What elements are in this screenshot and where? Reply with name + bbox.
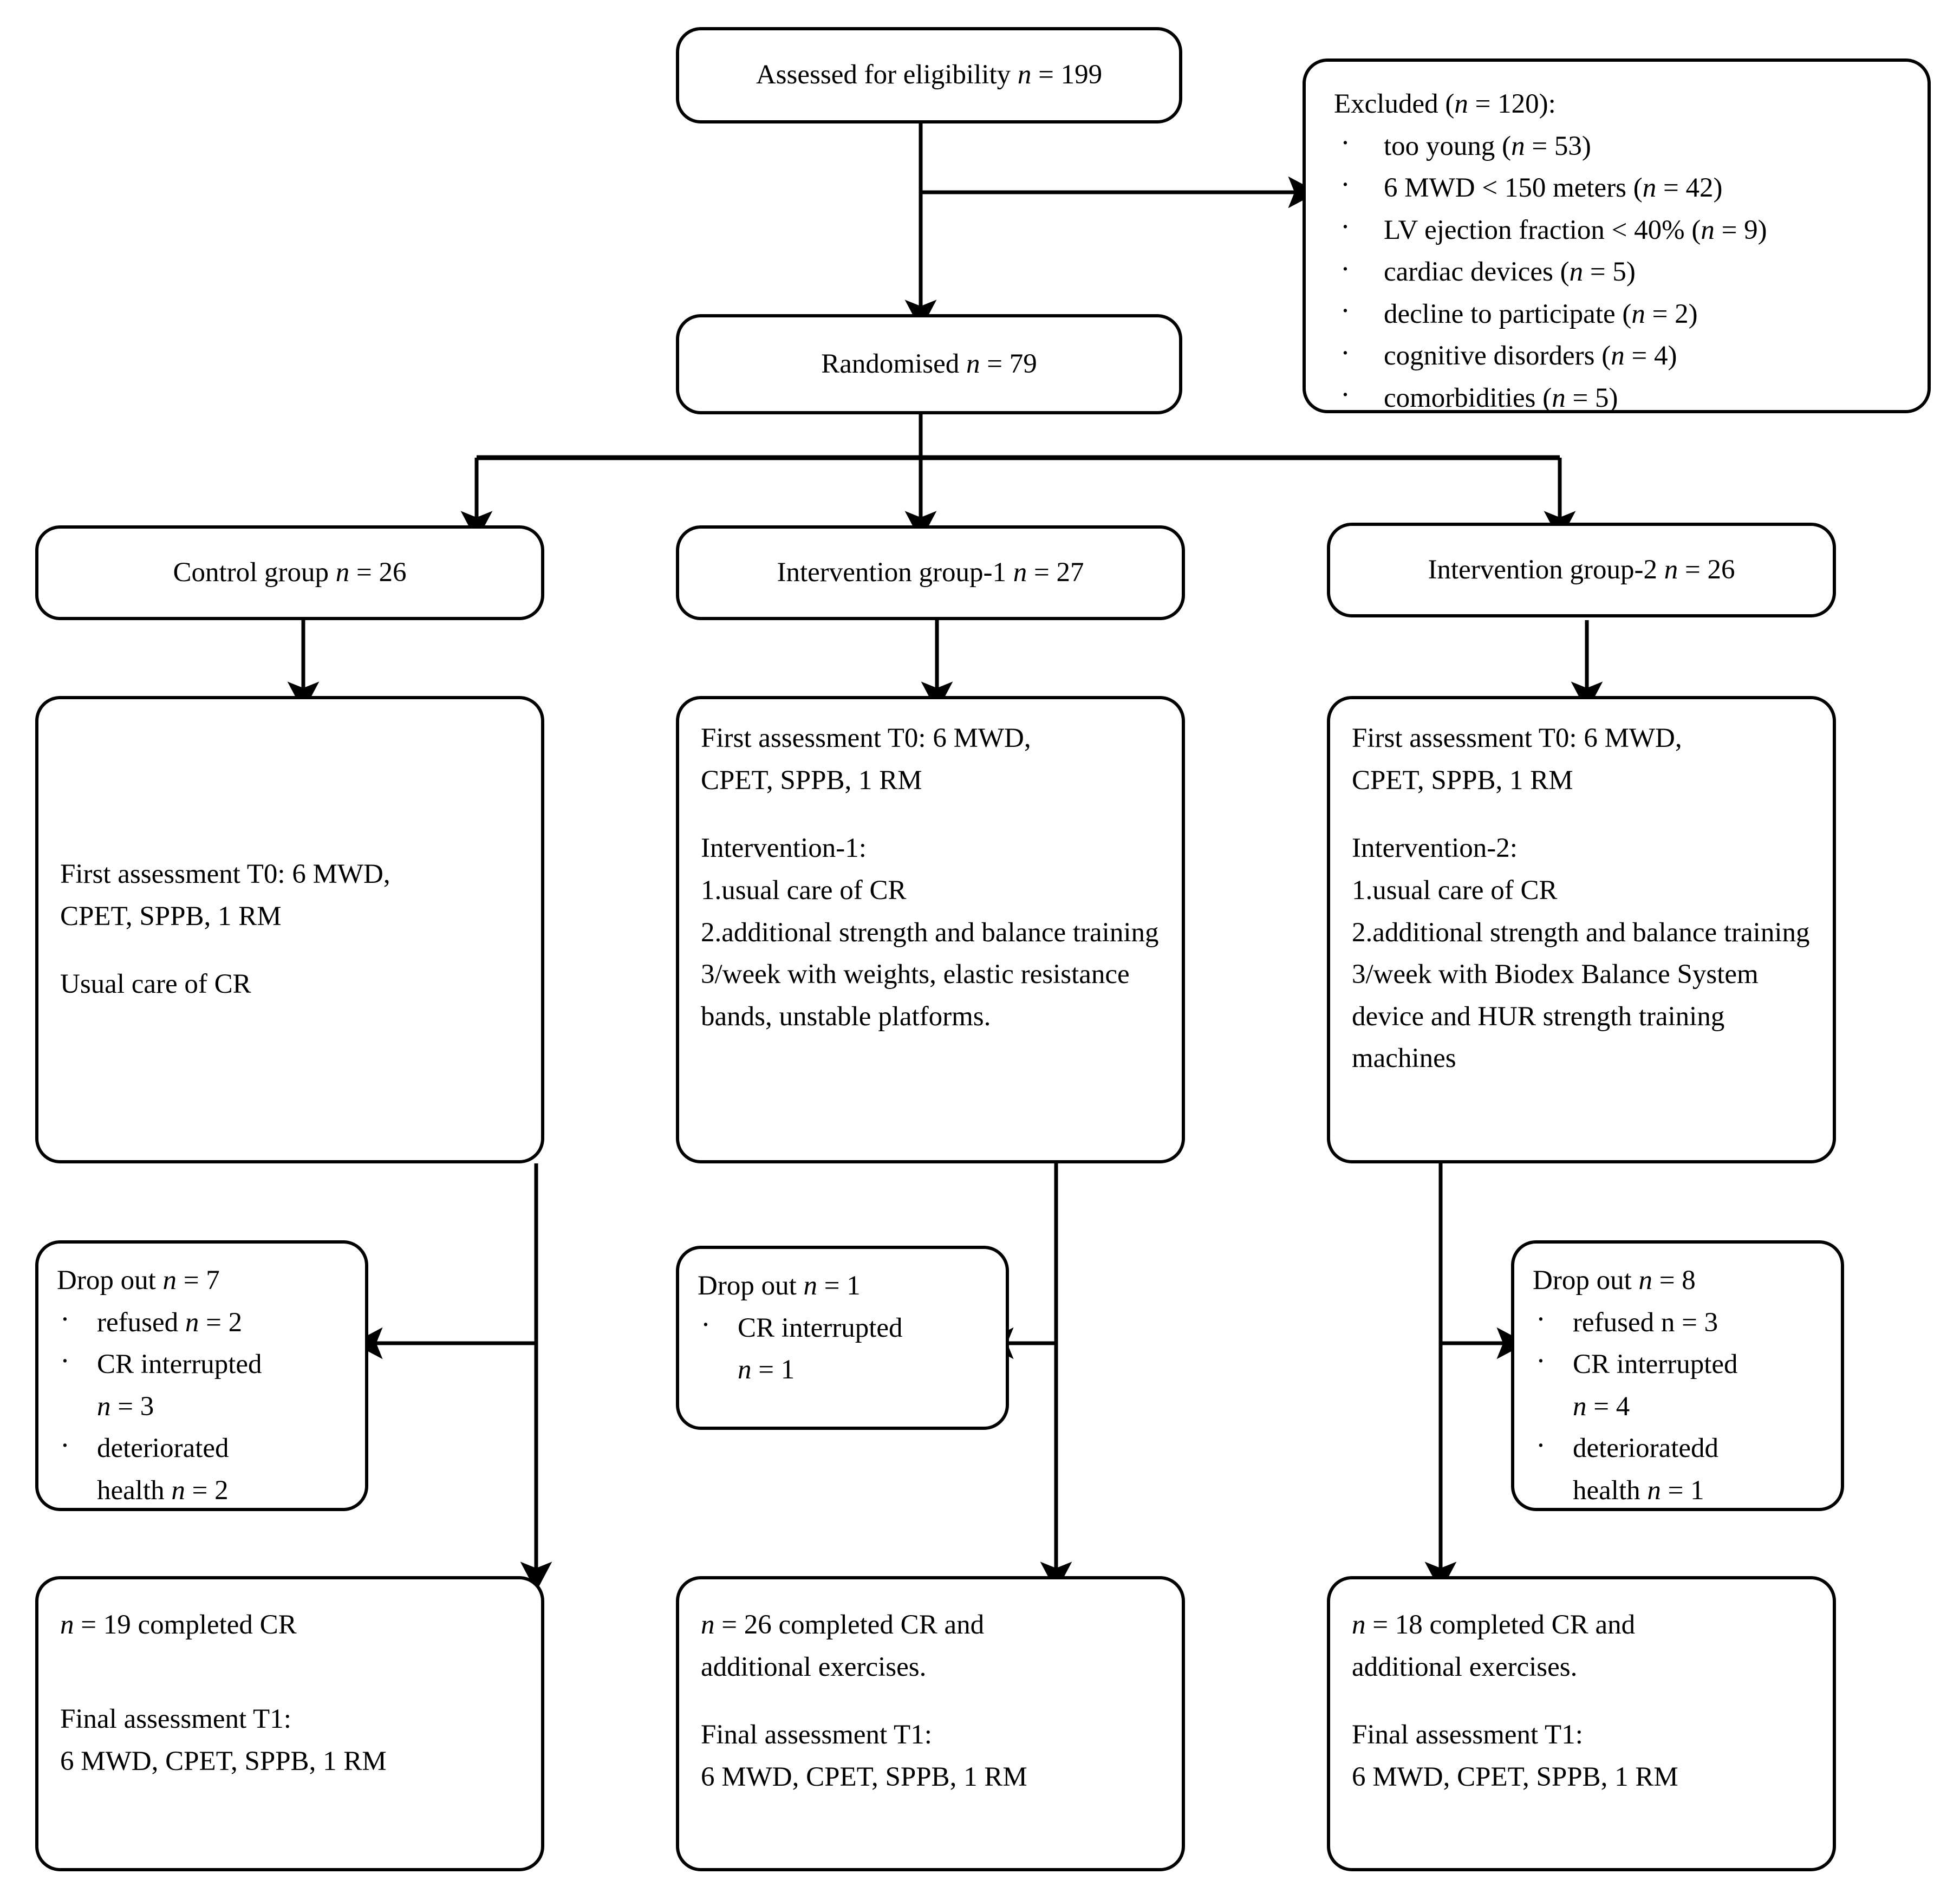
spacer: [701, 802, 1160, 828]
intervention-group-2-label: Intervention group-2 n = 26: [1428, 554, 1735, 585]
control-usual-care: Usual care of CR: [60, 969, 251, 1000]
final-int2-assessment-line-2: 6 MWD, CPET, SPPB, 1 RM: [1352, 1761, 1678, 1792]
node-assessed-for-eligibility[interactable]: Assessed for eligibility n = 199: [676, 27, 1182, 123]
int1-assessment-line-1: First assessment T0: 6 MWD,: [701, 723, 1031, 753]
dropout-control-heading: Drop out n = 7: [57, 1265, 220, 1296]
node-dropout-intervention-2[interactable]: Drop out n = 8 refused n = 3 CR interrup…: [1511, 1240, 1844, 1511]
spacer: [60, 1673, 519, 1699]
list-item: cardiac devices (n = 5): [1334, 247, 1909, 294]
list-item: decline to participate (n = 2): [1334, 289, 1909, 336]
final-int1-completed-line-2: additional exercises.: [701, 1651, 927, 1682]
node-intervention-1-content[interactable]: First assessment T0: 6 MWD, CPET, SPPB, …: [676, 696, 1185, 1163]
final-int2-completed-line-1: n = 18 completed CR and: [1352, 1610, 1636, 1640]
excluded-reason-list: too young (n = 53) 6 MWD < 150 meters (n…: [1334, 121, 1909, 420]
final-int1-assessment-line-2: 6 MWD, CPET, SPPB, 1 RM: [701, 1761, 1027, 1792]
node-intervention-group-2[interactable]: Intervention group-2 n = 26: [1327, 523, 1836, 617]
control-assessment-line-2: CPET, SPPB, 1 RM: [60, 901, 282, 932]
final-int2-assessment-line-1: Final assessment T1:: [1352, 1720, 1583, 1751]
spacer: [60, 1647, 519, 1673]
node-control-content[interactable]: First assessment T0: 6 MWD, CPET, SPPB, …: [35, 696, 544, 1163]
node-control-group[interactable]: Control group n = 26: [35, 525, 544, 620]
int2-assessment-line-1: First assessment T0: 6 MWD,: [1352, 723, 1682, 753]
list-item: refused n = 2: [57, 1297, 351, 1344]
int1-title: Intervention-1:: [701, 833, 867, 864]
final-int1-assessment-line-1: Final assessment T1:: [701, 1720, 932, 1751]
assessed-label: Assessed for eligibility n = 199: [756, 60, 1103, 90]
node-intervention-2-content[interactable]: First assessment T0: 6 MWD, CPET, SPPB, …: [1327, 696, 1836, 1163]
node-final-control[interactable]: n = 19 completed CR Final assessment T1:…: [35, 1576, 544, 1871]
control-assessment-line-1: First assessment T0: 6 MWD,: [60, 859, 390, 889]
excluded-heading: Excluded (n = 120):: [1334, 89, 1556, 119]
int2-item-2: 2.additional strength and balance traini…: [1352, 917, 1810, 1074]
final-control-assessment-line-2: 6 MWD, CPET, SPPB, 1 RM: [60, 1746, 387, 1777]
final-control-completed: n = 19 completed CR: [60, 1610, 297, 1640]
int2-title: Intervention-2:: [1352, 833, 1518, 864]
node-final-intervention-1[interactable]: n = 26 completed CR and additional exerc…: [676, 1576, 1185, 1871]
spacer: [60, 938, 519, 964]
int1-assessment-line-2: CPET, SPPB, 1 RM: [701, 765, 922, 796]
list-item: cognitive disorders (n = 4): [1334, 331, 1909, 378]
randomised-label: Randomised n = 79: [821, 348, 1037, 379]
node-dropout-control[interactable]: Drop out n = 7 refused n = 2 CR interrup…: [35, 1240, 368, 1511]
int1-item-2: 2.additional strength and balance traini…: [701, 917, 1159, 1032]
final-int1-completed-line-1: n = 26 completed CR and: [701, 1610, 985, 1640]
list-item: 6 MWD < 150 meters (n = 42): [1334, 163, 1909, 210]
int2-assessment-line-2: CPET, SPPB, 1 RM: [1352, 765, 1573, 796]
final-control-assessment-line-1: Final assessment T1:: [60, 1704, 291, 1735]
node-excluded[interactable]: Excluded (n = 120): too young (n = 53) 6…: [1303, 58, 1931, 417]
dropout-int2-heading: Drop out n = 8: [1533, 1265, 1696, 1296]
control-group-label: Control group n = 26: [173, 557, 407, 588]
node-final-intervention-2[interactable]: n = 18 completed CR and additional exerc…: [1327, 1576, 1836, 1871]
spacer: [1352, 1688, 1811, 1714]
dropout-int1-heading: Drop out n = 1: [698, 1271, 861, 1301]
intervention-group-1-label: Intervention group-1 n = 27: [777, 557, 1084, 588]
list-item: too young (n = 53): [1334, 121, 1909, 168]
spacer: [1352, 802, 1811, 828]
int1-item-1: 1.usual care of CR: [701, 875, 907, 906]
final-int2-completed-line-2: additional exercises.: [1352, 1651, 1578, 1682]
node-randomised[interactable]: Randomised n = 79: [676, 314, 1182, 414]
int2-item-1: 1.usual care of CR: [1352, 875, 1558, 906]
node-intervention-group-1[interactable]: Intervention group-1 n = 27: [676, 525, 1185, 620]
spacer: [701, 1688, 1160, 1714]
list-item: refused n = 3: [1533, 1297, 1827, 1344]
list-item: comorbidities (n = 5): [1334, 373, 1909, 420]
list-item: LV ejection fraction < 40% (n = 9): [1334, 205, 1909, 252]
